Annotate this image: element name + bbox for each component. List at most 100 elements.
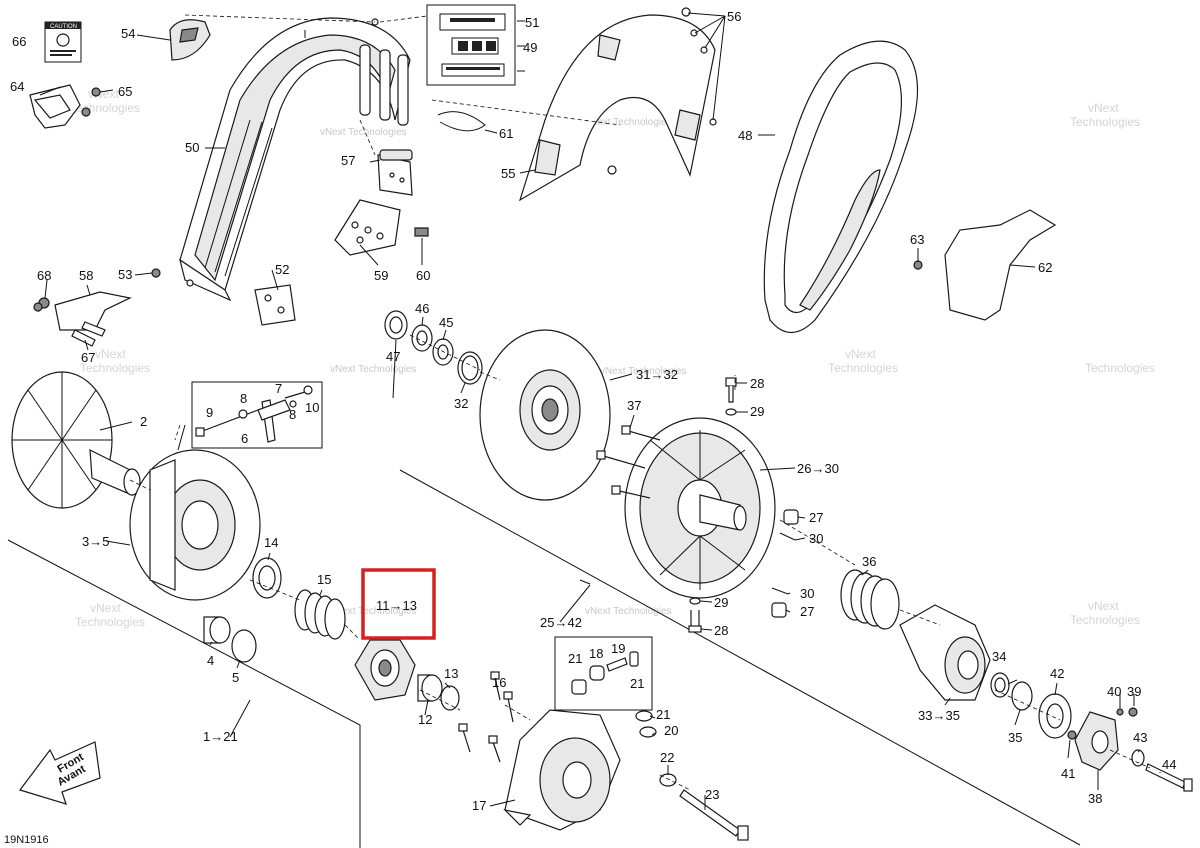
screw-56 (681, 7, 717, 126)
callout: 18 (589, 646, 603, 661)
callout: 30 (800, 586, 814, 601)
callout: 1→21 (203, 729, 238, 744)
roller-21 (639, 726, 657, 738)
driven-sheave-31 (479, 329, 611, 501)
bolt-16 (458, 671, 514, 763)
bearing-14 (252, 557, 282, 599)
callout: 21 (568, 651, 582, 666)
roller-20 (635, 710, 653, 722)
bolt-65 (91, 87, 101, 97)
callout: 26→30 (797, 461, 839, 476)
bolt-28 (725, 377, 737, 403)
callout: 55 (501, 166, 515, 181)
fixed-sheave-2 (11, 371, 141, 509)
callout: 28 (750, 376, 764, 391)
bracket-64 (29, 84, 81, 129)
callout: 27 (809, 510, 823, 525)
assembly-outline (7, 469, 1081, 848)
callout: 51 (525, 15, 539, 30)
hub-38 (1074, 711, 1119, 771)
callout: 14 (264, 535, 278, 550)
callout: 56 (727, 9, 741, 24)
watermark: Technologies (1085, 361, 1155, 375)
screw-63 (913, 260, 923, 270)
hinge-57 (377, 149, 413, 196)
callout: 13 (444, 666, 458, 681)
leader-lines (39, 12, 1161, 810)
watermark: Technologies (1070, 613, 1140, 627)
callout-highlighted: 11→13 (376, 598, 417, 613)
washer-45 (432, 338, 454, 366)
washer-40 (1116, 708, 1124, 716)
callout: 36 (862, 554, 876, 569)
belt-guard-50 (179, 17, 411, 302)
callout: 43 (1133, 730, 1147, 745)
callout: 62 (1038, 260, 1052, 275)
callout: 16 (492, 675, 506, 690)
watermark: vNext Technologies (320, 127, 407, 138)
callout: 7 (275, 381, 282, 396)
callout: 22 (660, 750, 674, 765)
callout: 46 (415, 301, 429, 316)
watermark: vNext (90, 601, 121, 615)
callout: 6 (241, 431, 248, 446)
washer-29 (689, 597, 701, 605)
watermark: vNext (845, 347, 876, 361)
callout: 34 (992, 649, 1006, 664)
callout: 8 (289, 407, 296, 422)
callout: 40 (1107, 684, 1121, 699)
callout: 28 (714, 623, 728, 638)
callout: 49 (523, 40, 537, 55)
cam-33 (899, 604, 991, 701)
watermark: vNext (95, 347, 126, 361)
callout: 37 (627, 398, 641, 413)
alignment-dashes (129, 14, 1151, 791)
bolt-53 (151, 268, 161, 278)
callout: 35 (1008, 730, 1022, 745)
callout: 39 (1127, 684, 1141, 699)
callout: 15 (317, 572, 331, 587)
callout: 25→42 (540, 615, 582, 630)
ring-5 (231, 629, 257, 663)
slider-27 (771, 602, 787, 618)
bolt-23 (679, 789, 749, 841)
callout: 2 (140, 414, 147, 429)
bolt-37 (596, 425, 661, 499)
watermark: vNext Technologies (330, 606, 417, 617)
watermark: vNext Technologies (330, 364, 417, 375)
callout: 48 (738, 128, 752, 143)
watermark-layer: vNext Technologies vNext Technologies vN… (70, 87, 1155, 629)
callout: 31→32 (636, 367, 678, 382)
callout: 58 (79, 268, 93, 283)
callout: 8 (240, 391, 247, 406)
watermark: Technologies (75, 615, 145, 629)
callout: 29 (714, 595, 728, 610)
spider-11 (354, 639, 416, 701)
watermark: Technologies (828, 361, 898, 375)
spider-cover-17 (503, 709, 621, 831)
callout: 68 (37, 268, 51, 283)
callout: 42 (1050, 666, 1064, 681)
callout: 12 (418, 712, 432, 727)
watermark: vNext Technologies (585, 606, 672, 617)
watermark: Technologies (1070, 115, 1140, 129)
highlight-box (361, 568, 436, 640)
bolt-60 (414, 227, 429, 237)
washer-43 (1131, 749, 1145, 767)
callout: 45 (439, 315, 453, 330)
washer-47 (384, 310, 408, 340)
bolt-28 (688, 610, 702, 633)
svg-text:CAUTION: CAUTION (50, 24, 77, 30)
callout: 30 (809, 531, 823, 546)
callout: 53 (118, 267, 132, 282)
callout: 65 (118, 84, 132, 99)
callout: 47 (386, 349, 400, 364)
nut-41 (1067, 730, 1077, 740)
callout: 33→35 (918, 708, 960, 723)
driven-pulley-26 (624, 417, 776, 599)
callout: 60 (416, 268, 430, 283)
lever-kit-box (191, 381, 323, 449)
caution-label-66: CAUTION (44, 21, 82, 63)
callout: 63 (910, 232, 924, 247)
drawing-number: 19N1916 (4, 834, 49, 846)
